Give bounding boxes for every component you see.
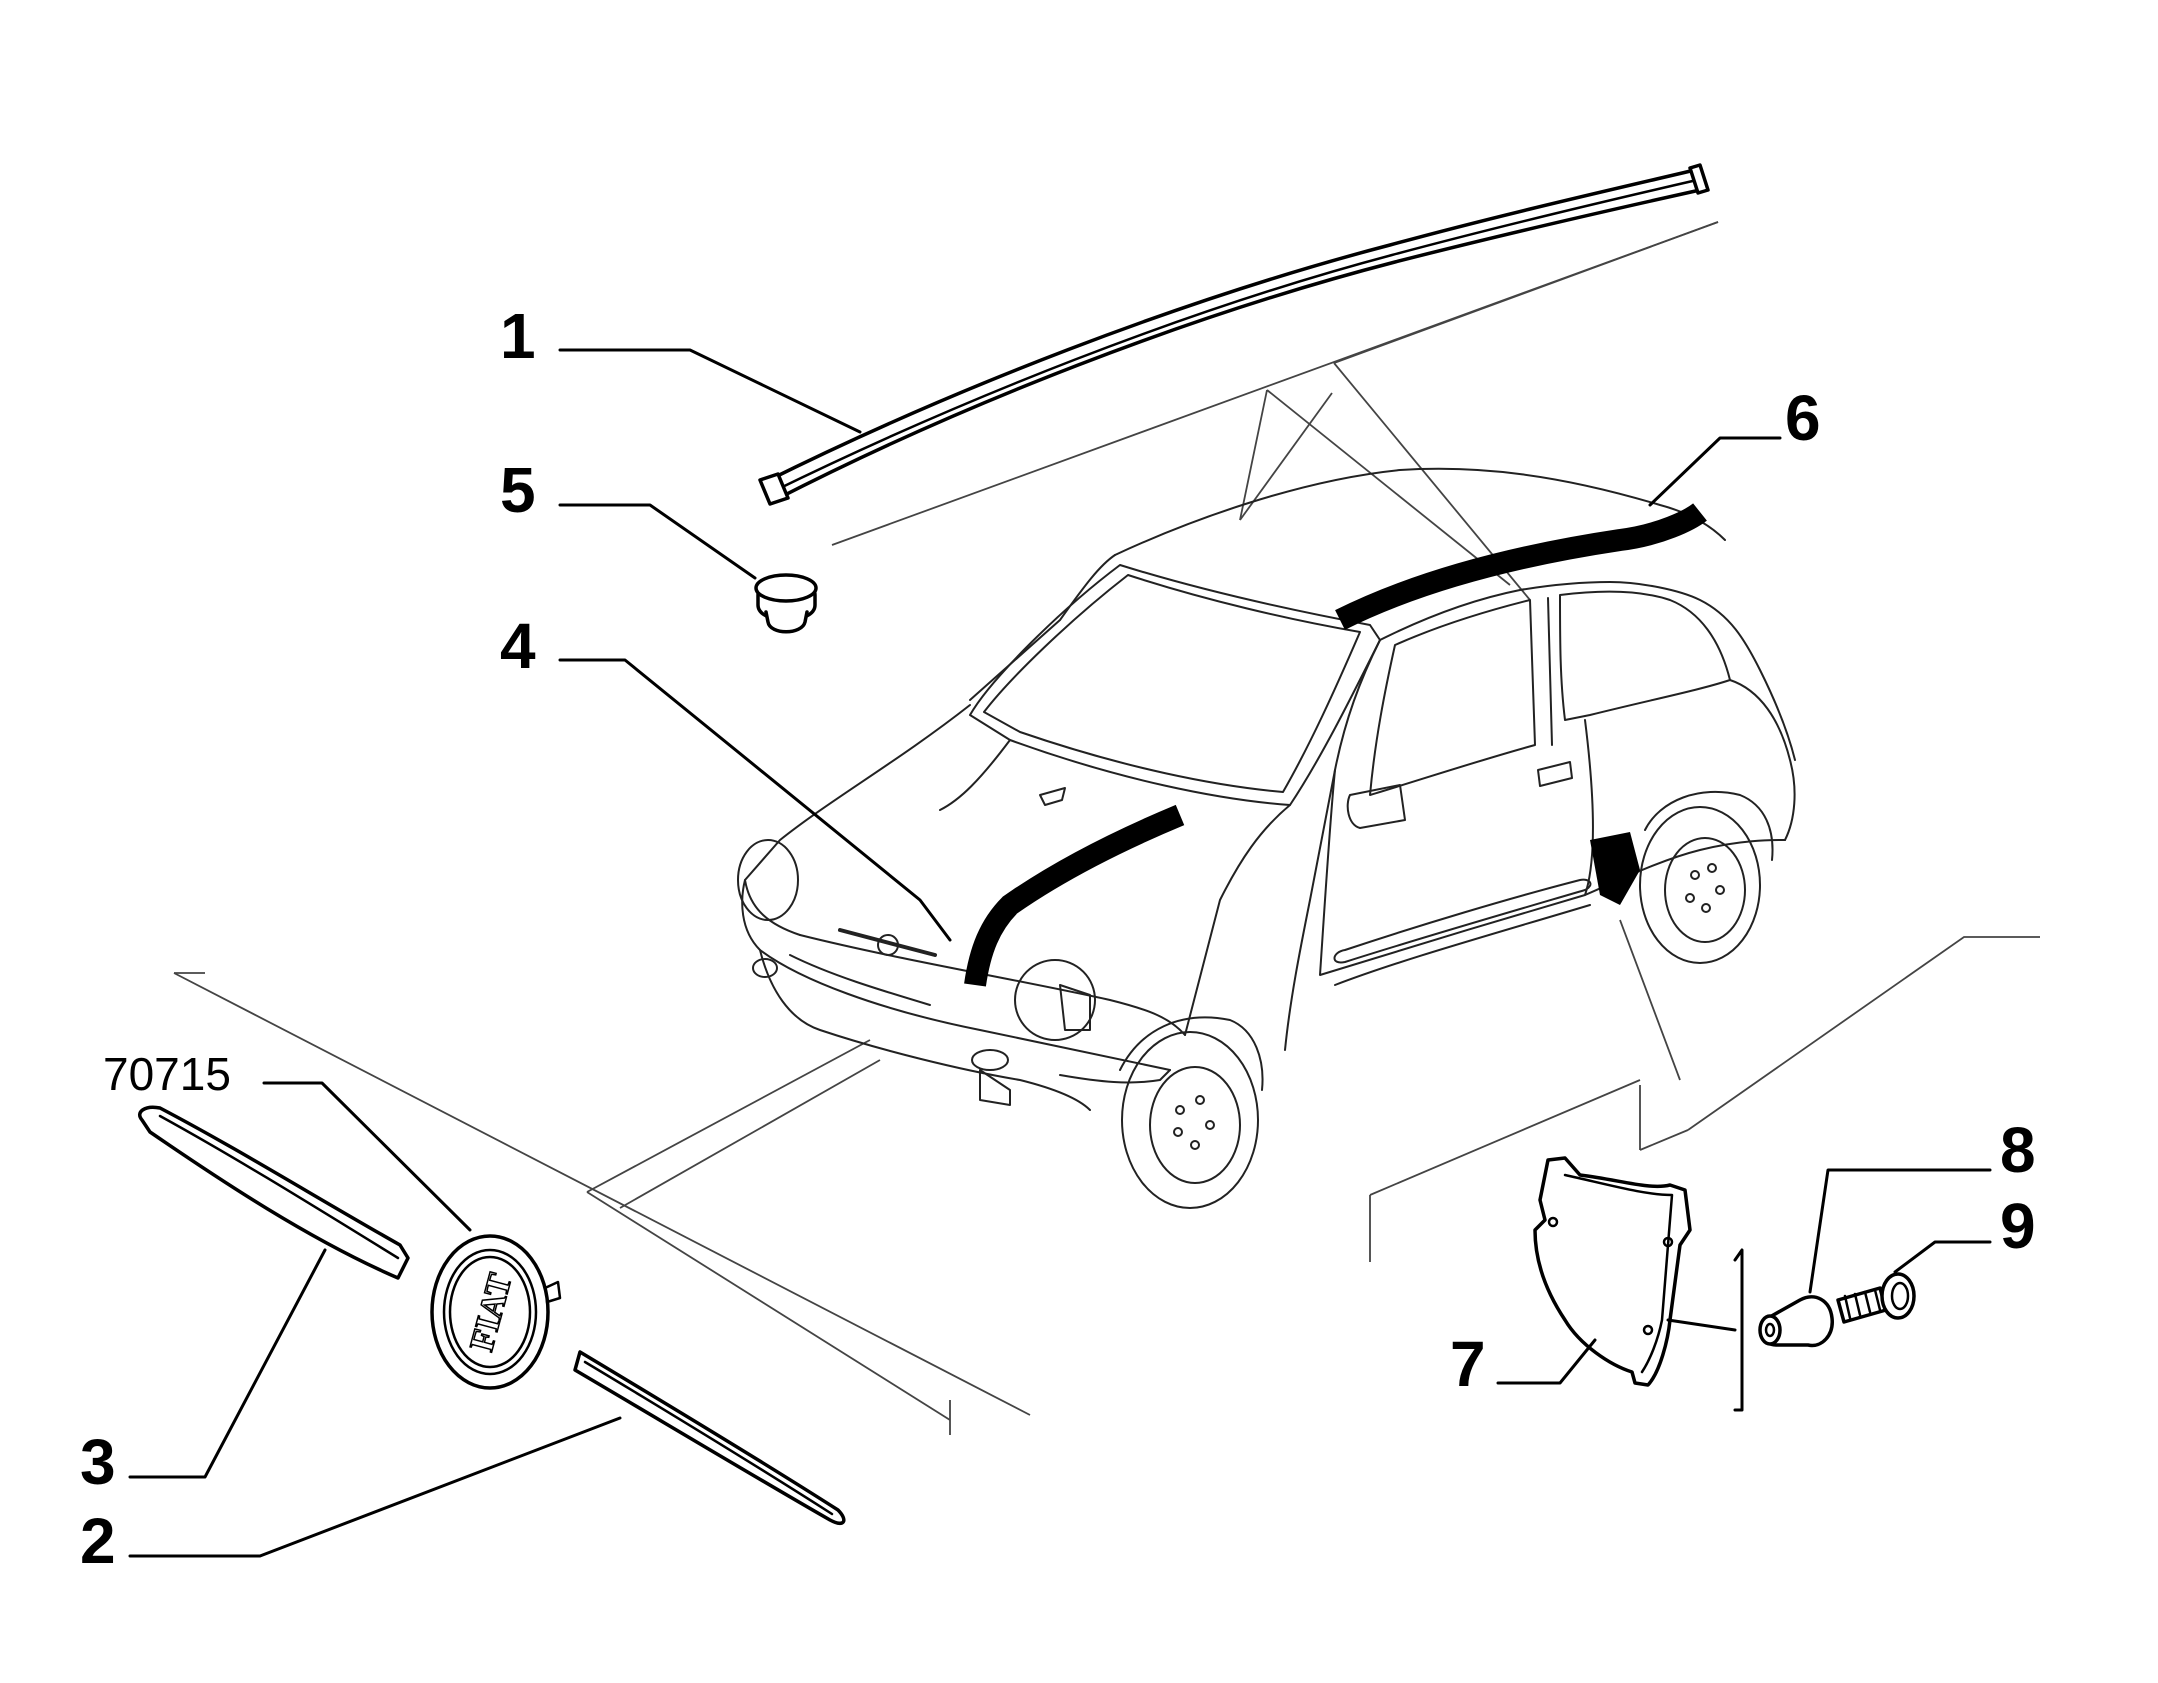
callout-2: 2	[80, 1505, 116, 1577]
side-trim-strip-lower-icon	[573, 1350, 846, 1525]
leader-lines	[128, 348, 1992, 1558]
side-trim-strip-icon	[138, 1105, 410, 1280]
callout-7: 7	[1450, 1328, 1486, 1400]
fiat-badge-icon: FIAT	[430, 1234, 562, 1390]
mud-flap-icon	[1533, 1156, 1692, 1387]
callout-8: 8	[2000, 1114, 2036, 1186]
callout-4: 4	[500, 610, 536, 682]
car-illustration-icon	[737, 467, 1796, 1209]
screw-icon	[1836, 1272, 1916, 1324]
callout-3: 3	[80, 1426, 116, 1498]
callout-9: 9	[2000, 1190, 2036, 1262]
callout-1: 1	[500, 300, 536, 372]
roof-molding-icon	[758, 163, 1710, 506]
clip-icon	[1758, 1295, 1834, 1348]
callout-6: 6	[1785, 382, 1821, 454]
plug-cap-icon	[754, 573, 818, 634]
callout-labels: 1 5 4 6 70715 3 2 7 8 9	[80, 300, 2036, 1577]
part-number-70715: 70715	[103, 1048, 231, 1100]
projection-lines	[173, 221, 2040, 1435]
callout-5: 5	[500, 454, 536, 526]
